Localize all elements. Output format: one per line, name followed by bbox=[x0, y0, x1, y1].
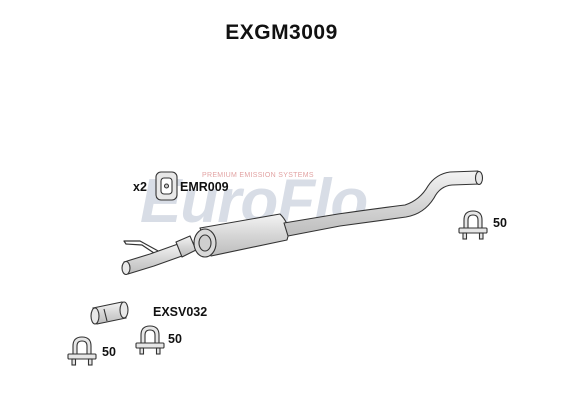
tail-pipe-end bbox=[474, 170, 484, 186]
exhaust-assembly bbox=[121, 170, 484, 276]
clamp-icon-middle bbox=[135, 325, 165, 355]
clamp-icon-left bbox=[67, 336, 97, 366]
sleeve-icon bbox=[90, 301, 129, 325]
clamp-icon-rear bbox=[458, 210, 488, 240]
part-number-title: EXGM3009 bbox=[225, 21, 338, 44]
clamp-left-size: 50 bbox=[102, 345, 116, 359]
tail-pipe bbox=[283, 170, 481, 237]
mounting-rubber-quantity: x2 bbox=[133, 180, 147, 194]
watermark-tagline: PREMIUM EMISSION SYSTEMS bbox=[202, 172, 314, 179]
clamp-rear-size: 50 bbox=[493, 216, 507, 230]
mounting-rubber-icon bbox=[155, 171, 178, 201]
sleeve-code: EXSV032 bbox=[153, 305, 208, 319]
front-pipe-end bbox=[121, 260, 131, 276]
hanger-bracket bbox=[123, 240, 161, 258]
clamp-middle-size: 50 bbox=[168, 332, 182, 346]
mounting-rubber-code: EMR009 bbox=[180, 180, 229, 194]
